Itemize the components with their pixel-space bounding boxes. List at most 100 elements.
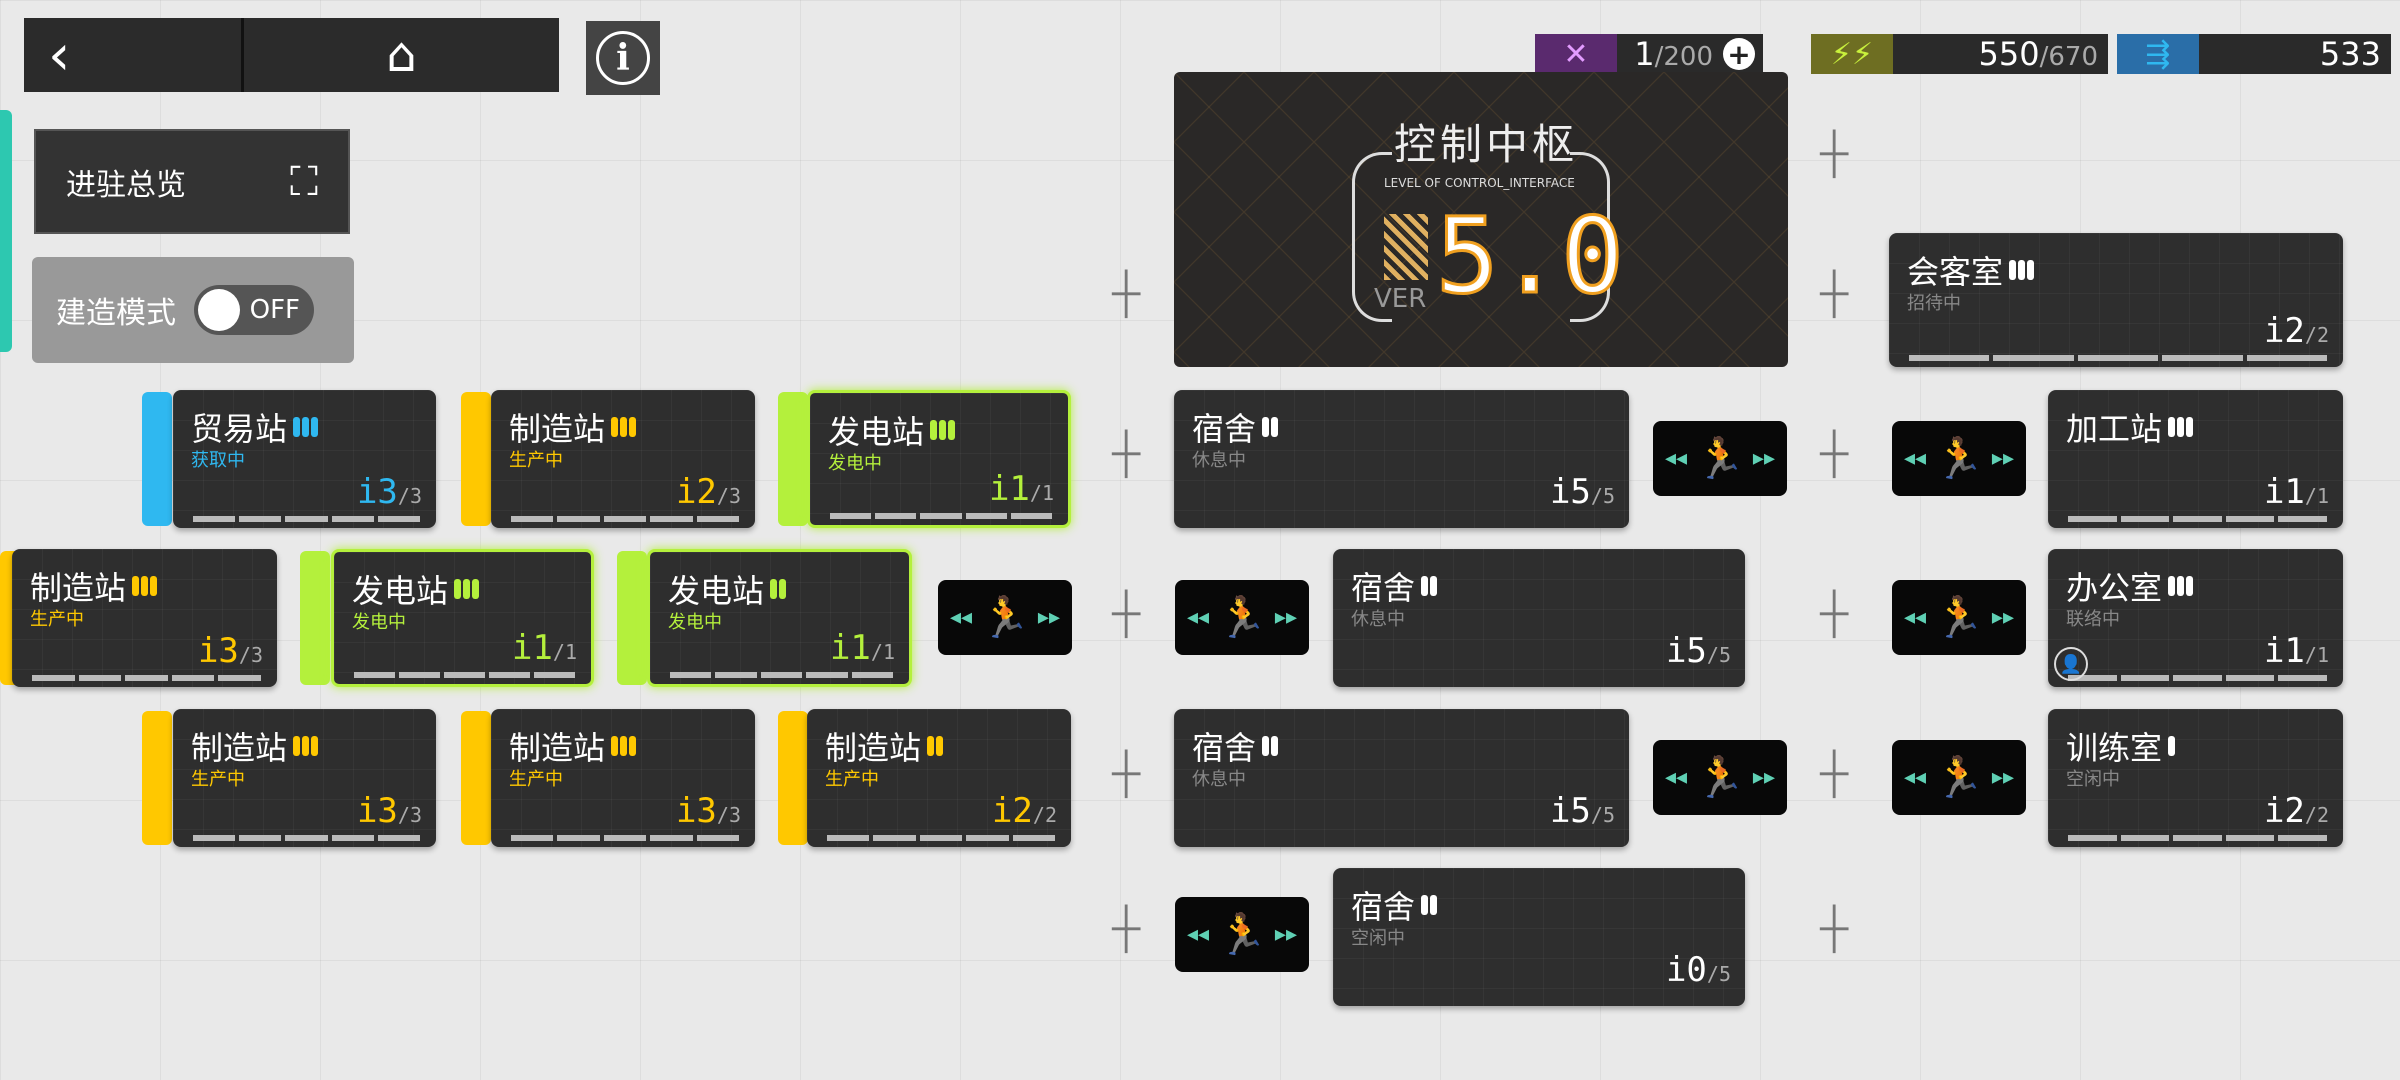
control-center-subtitle: LEVEL OF CONTROL_INTERFACE	[1384, 176, 1575, 190]
stairs-corridor[interactable]: ◂◂🏃▸▸	[1175, 580, 1309, 655]
slot	[78, 675, 122, 681]
room-status: 生产中	[509, 769, 563, 790]
level-pip	[2186, 417, 2194, 437]
slot	[2120, 675, 2170, 681]
grid-cross-marker: ┼	[1112, 430, 1141, 476]
arrow-right-icon: ▸▸	[1274, 605, 1297, 630]
add-drone-button[interactable]: +	[1723, 38, 1755, 71]
slot	[920, 513, 962, 519]
occupancy: i5/5	[1665, 631, 1731, 671]
arrow-right-icon: ▸▸	[1752, 446, 1775, 471]
room-title: 制造站	[509, 410, 606, 448]
slot	[2068, 675, 2117, 681]
room-title: 制造站	[825, 729, 922, 767]
stairs-corridor[interactable]: ◂◂🏃▸▸	[1892, 740, 2026, 815]
room-status: 生产中	[825, 769, 879, 790]
room-title: 发电站	[668, 572, 765, 610]
info-button[interactable]: i	[586, 21, 660, 95]
room-title: 宿舍	[1351, 888, 1416, 926]
stairs-corridor[interactable]: ◂◂🏃▸▸	[938, 580, 1072, 655]
build-mode-toggle[interactable]: OFF	[194, 285, 314, 335]
back-button[interactable]: ‹	[24, 18, 244, 92]
level-pip	[2018, 260, 2026, 280]
grid-cross-marker: ┼	[1820, 590, 1849, 636]
room-name: 宿舍	[1351, 882, 1438, 928]
level-pip	[2177, 576, 2185, 596]
level-pip	[463, 579, 471, 599]
operator-slots	[670, 672, 894, 678]
room-status: 联络中	[2066, 609, 2120, 630]
slot	[670, 672, 712, 678]
grid-cross-marker: ┼	[1820, 905, 1849, 951]
room-title: 加工站	[2066, 410, 2163, 448]
slot	[919, 835, 963, 841]
occupancy: i1/1	[829, 628, 895, 668]
operator-slots	[354, 672, 575, 678]
occupancy-capacity: /1	[2304, 643, 2329, 667]
occupancy-capacity: /3	[716, 803, 741, 827]
occupancy-capacity: /2	[2304, 323, 2329, 347]
room-color-tab	[778, 392, 808, 526]
stairs-corridor[interactable]: ◂◂🏃▸▸	[1175, 897, 1309, 972]
slot	[827, 835, 870, 841]
room-name: 办公室	[2066, 563, 2194, 609]
occupancy: i3/3	[197, 631, 263, 671]
level-pips	[293, 736, 319, 756]
room-status: 空闲中	[1351, 928, 1405, 949]
slot	[2162, 355, 2243, 361]
stairs-corridor[interactable]: ◂◂🏃▸▸	[1653, 421, 1787, 496]
room-color-tab	[142, 711, 172, 845]
level-pip	[132, 576, 140, 596]
overview-button[interactable]: 进驻总览 ⛶	[34, 129, 350, 234]
drone-icon: ✕	[1535, 34, 1617, 74]
slot	[377, 835, 421, 841]
resource-power: ⚡⚡550/670	[1811, 34, 2108, 74]
arrow-right-icon: ▸▸	[1991, 765, 2014, 790]
level-pip	[311, 736, 319, 756]
level-pip	[1271, 417, 1279, 437]
level-pip	[620, 736, 628, 756]
occupancy-capacity: /5	[1590, 484, 1615, 508]
level-pip	[620, 417, 628, 437]
level-pip	[293, 417, 301, 437]
arrow-left-icon: ◂◂	[1904, 765, 1927, 790]
resource-orders: ⇶533	[2117, 34, 2391, 74]
home-button[interactable]: ⌂	[244, 18, 559, 92]
slot	[557, 835, 600, 841]
stairs-corridor[interactable]: ◂◂🏃▸▸	[1892, 580, 2026, 655]
room-status: 休息中	[1192, 450, 1246, 471]
stairs-corridor[interactable]: ◂◂🏃▸▸	[1892, 421, 2026, 496]
level-pips	[1262, 736, 1279, 756]
slot	[1993, 355, 2074, 361]
build-mode-panel: 建造模式 OFF	[32, 257, 354, 363]
stairs-corridor[interactable]: ◂◂🏃▸▸	[1653, 740, 1787, 815]
room-name: 宿舍	[1192, 723, 1279, 769]
operator-slots	[511, 835, 740, 841]
operator-icon[interactable]: 👤	[2054, 647, 2088, 681]
running-man-icon: 🏃	[1934, 436, 1984, 482]
room-color-tab	[461, 711, 491, 845]
level-pips	[930, 420, 956, 440]
control-center-room[interactable]: 控制中枢 LEVEL OF CONTROL_INTERFACE VER 5.0	[1174, 72, 1788, 367]
room-title: 宿舍	[1192, 729, 1257, 767]
level-pip	[936, 736, 944, 756]
room-name: 制造站	[509, 404, 637, 450]
level-pips	[2168, 736, 2176, 756]
